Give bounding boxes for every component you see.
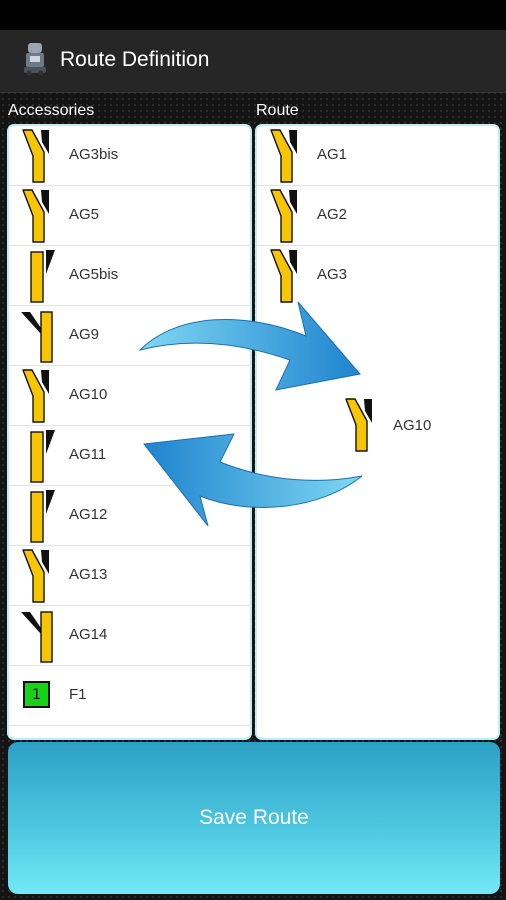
dragged-item-label: AG10 [393, 417, 432, 434]
list-item-label: AG11 [69, 446, 107, 463]
turnout-right-icon [267, 128, 305, 184]
list-item[interactable]: AG10 [9, 366, 250, 426]
turnout-left-icon [19, 608, 57, 664]
accessories-list[interactable]: AG3bis AG5 AG5bis AG9 AG10 AG11 AG12 AG1… [9, 126, 250, 738]
list-item-label: AG1 [317, 146, 348, 163]
accessories-label: Accessories [8, 102, 95, 119]
dragged-item[interactable]: AG10 [342, 395, 462, 455]
list-item-label: AG3bis [69, 146, 119, 163]
list-item[interactable]: AG5bis [9, 246, 250, 306]
list-item[interactable]: AG13 [9, 546, 250, 606]
page-title: Route Definition [60, 48, 210, 71]
turnout-left-icon [19, 308, 57, 364]
turnout-right-icon [19, 188, 57, 244]
list-item[interactable]: AG3bis [9, 126, 250, 186]
list-item[interactable]: AG3 [257, 246, 498, 305]
list-item-label: AG10 [69, 386, 108, 403]
list-item[interactable]: AG2 [257, 186, 498, 246]
action-bar: Route Definition [0, 30, 506, 93]
move-to-route-arrow-icon [138, 301, 361, 391]
turnout-left-icon [19, 488, 57, 544]
route-label: Route [256, 102, 299, 119]
list-item-label: AG12 [69, 506, 108, 523]
list-item-label: F1 [69, 686, 87, 703]
list-item-label: AG14 [69, 626, 108, 643]
save-route-button[interactable]: Save Route [8, 742, 500, 894]
route-list[interactable]: AG1 AG2 AG3 [257, 126, 498, 738]
move-to-accessories-arrow-icon [143, 433, 363, 527]
list-item-label: AG5 [69, 206, 100, 223]
list-item-label: AG5bis [69, 266, 119, 283]
turnout-right-icon [19, 548, 57, 604]
list-item-label: AG9 [69, 326, 100, 343]
list-item[interactable]: 1 F1 [9, 666, 250, 726]
turnout-right-icon [19, 368, 57, 424]
list-item[interactable]: AG5 [9, 186, 250, 246]
list-item-label: AG3 [317, 266, 348, 283]
function-badge-icon: 1 [23, 681, 50, 708]
list-item[interactable]: AG12 [9, 486, 250, 546]
turnout-left-icon [19, 248, 57, 304]
list-item[interactable]: AG9 [9, 306, 250, 366]
list-item[interactable]: AG14 [9, 606, 250, 666]
status-bar [0, 0, 506, 30]
list-item[interactable]: AG1 [257, 126, 498, 186]
turnout-left-icon [19, 428, 57, 484]
turnout-right-icon [267, 188, 305, 244]
locomotive-icon [24, 43, 46, 76]
list-item[interactable]: AG11 [9, 426, 250, 486]
turnout-right-icon [19, 128, 57, 184]
list-item-label: AG13 [69, 566, 108, 583]
list-item-label: AG2 [317, 206, 348, 223]
